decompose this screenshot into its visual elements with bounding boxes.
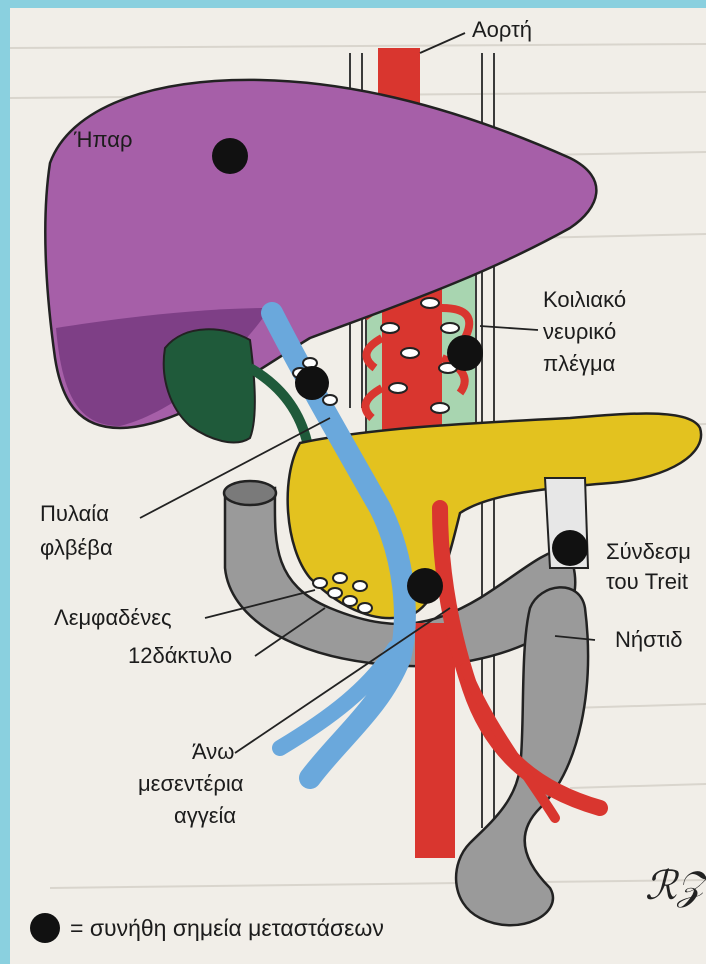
legend-text: = συνήθη σημεία μεταστάσεων <box>70 915 384 942</box>
label-treitz-1: Σύνδεσμ <box>606 538 691 566</box>
aorta-lower <box>415 623 455 858</box>
label-duodenum: 12δάκτυλο <box>128 642 232 670</box>
label-celiac-plexus-3: πλέγμα <box>543 350 615 378</box>
label-portal-vein-2: φλβέβα <box>40 534 113 562</box>
metastasis-celiac <box>447 335 483 371</box>
metastasis-liver <box>212 138 248 174</box>
label-treitz-2: του Treit <box>606 568 688 596</box>
label-sma-3: αγγεία <box>174 802 236 830</box>
label-celiac-plexus-2: νευρικό <box>543 318 616 346</box>
legend: = συνήθη σημεία μεταστάσεων <box>30 913 384 943</box>
label-sma-1: Άνω <box>192 738 234 766</box>
label-lymph-nodes: Λεμφαδένες <box>54 604 172 632</box>
label-celiac-plexus-1: Κοιλιακό <box>543 286 626 314</box>
metastasis-sma <box>407 568 443 604</box>
label-sma-2: μεσεντέρια <box>138 770 244 798</box>
artist-signature: ℛ𝒵. <box>645 863 706 909</box>
label-liver: Ήπαρ <box>74 126 133 154</box>
legend-dot <box>30 913 60 943</box>
label-jejunum: Νήστιδ <box>615 626 683 654</box>
diagram-frame: Αορτή Ήπαρ Κοιλιακό νευρικό πλέγμα Πυλαί… <box>10 8 706 964</box>
metastasis-treitz <box>552 530 588 566</box>
label-portal-vein-1: Πυλαία <box>40 500 109 528</box>
duodenum-opening <box>224 481 276 505</box>
label-aorta: Αορτή <box>472 16 532 44</box>
metastasis-portal <box>295 366 329 400</box>
